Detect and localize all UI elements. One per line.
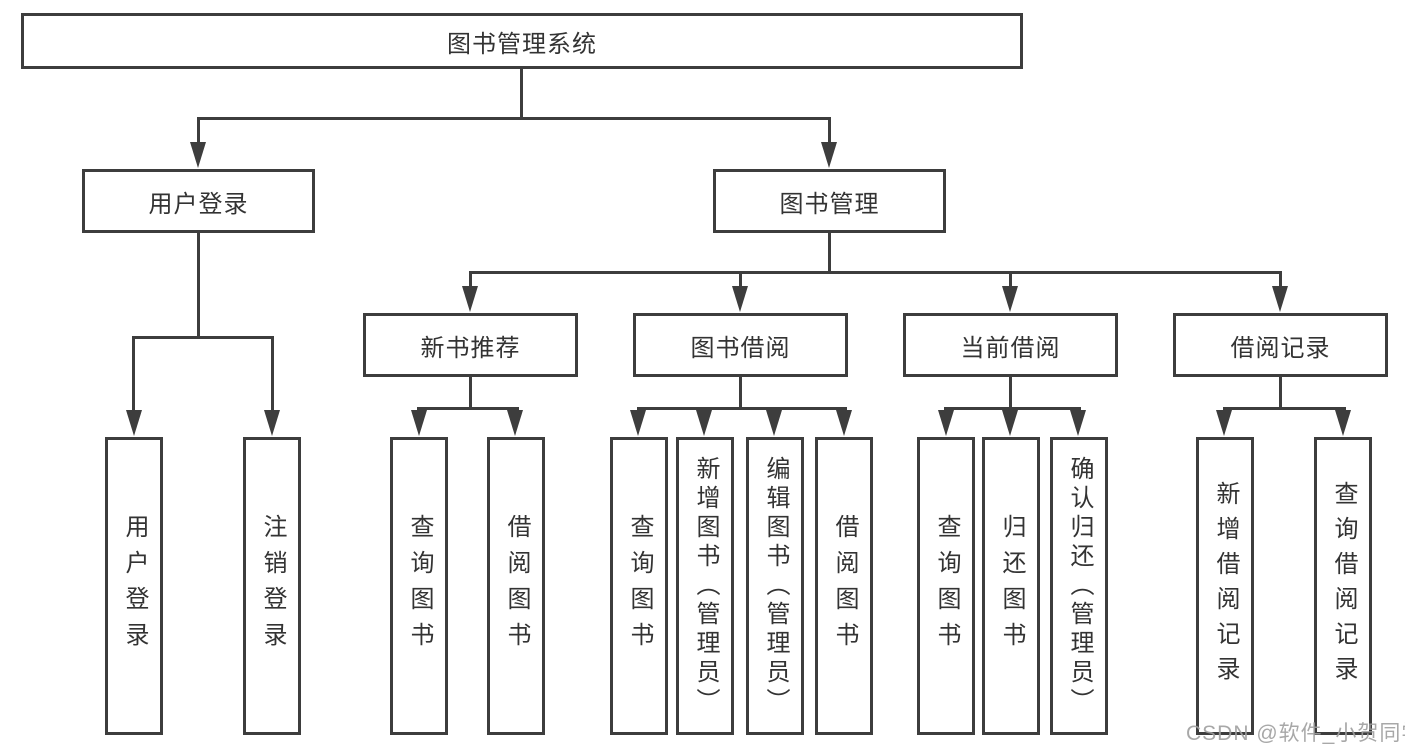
connector-borrowing-drop: [739, 271, 742, 289]
watermark: CSDN @软件_小贺同学: [1186, 722, 1405, 745]
connector-current-drop: [1009, 271, 1012, 289]
arrowhead-borrowing-leaf1: [630, 410, 646, 436]
leaf-user-login: 用户登录: [105, 437, 163, 735]
arrowhead-recommend-leaf1: [411, 410, 427, 436]
arrowhead-user-login: [190, 142, 206, 168]
node-new-book-recommend: 新书推荐: [363, 313, 578, 377]
arrowhead-book-management: [821, 142, 837, 168]
connector-root-stem: [520, 69, 523, 117]
leaf-recommend-query-books-label: 查询图书: [406, 514, 433, 658]
leaf-records-query-record-label: 查询借阅记录: [1330, 481, 1357, 691]
connector-user-stem: [197, 233, 200, 336]
node-user-login-label: 用户登录: [148, 190, 249, 218]
connector-recommend-hline: [417, 407, 519, 410]
arrowhead-borrowing-leaf3: [766, 410, 782, 436]
leaf-user-login-label: 用户登录: [121, 514, 148, 658]
arrowhead-borrowing: [732, 286, 748, 312]
connector-recommend-drop: [469, 271, 472, 289]
leaf-borrow-edit-books-admin: 编辑图书（管理员）: [746, 437, 804, 735]
leaf-borrow-add-books-admin-label: 新增图书（管理员）: [692, 455, 719, 717]
node-current-borrowing: 当前借阅: [903, 313, 1118, 377]
connector-user-hline: [132, 336, 273, 339]
leaf-borrow-edit-books-admin-label: 编辑图书（管理员）: [762, 455, 789, 717]
connector-mgmt-stem: [828, 233, 831, 271]
connector-records-drop: [1279, 271, 1282, 289]
connector-current-stem: [1009, 377, 1012, 408]
node-book-management-label: 图书管理: [779, 190, 880, 218]
arrowhead-recommend-leaf2: [507, 410, 523, 436]
leaf-borrow-borrow-books: 借阅图书: [815, 437, 873, 735]
connector-records-hline: [1223, 407, 1346, 410]
arrowhead-current-leaf1: [938, 410, 954, 436]
leaf-current-confirm-return-admin-label: 确认归还（管理员）: [1066, 455, 1093, 717]
leaf-records-query-record: 查询借阅记录: [1314, 437, 1372, 735]
node-book-management: 图书管理: [713, 169, 946, 233]
arrowhead-records-leaf1: [1216, 410, 1232, 436]
arrowhead-user-leaf2: [264, 410, 280, 436]
arrowhead-user-leaf1: [126, 410, 142, 436]
arrowhead-current-leaf2: [1002, 410, 1018, 436]
arrowhead-recommend: [462, 286, 478, 312]
node-root-label: 图书管理系统: [447, 30, 597, 58]
connector-records-stem: [1279, 377, 1282, 408]
leaf-borrow-borrow-books-label: 借阅图书: [831, 514, 858, 658]
connector-recommend-stem: [469, 377, 472, 408]
node-current-borrowing-label: 当前借阅: [960, 334, 1061, 362]
leaf-recommend-query-books: 查询图书: [390, 437, 448, 735]
arrowhead-current-leaf3: [1070, 410, 1086, 436]
arrowhead-current: [1002, 286, 1018, 312]
leaf-borrow-query-books: 查询图书: [610, 437, 668, 735]
node-book-borrowing: 图书借阅: [633, 313, 848, 377]
leaf-logout: 注销登录: [243, 437, 301, 735]
leaf-current-query-books: 查询图书: [917, 437, 975, 735]
leaf-current-return-books: 归还图书: [982, 437, 1040, 735]
node-user-login: 用户登录: [82, 169, 315, 233]
leaf-current-query-books-label: 查询图书: [933, 514, 960, 658]
leaf-records-add-record-label: 新增借阅记录: [1212, 481, 1239, 691]
connector-current-hline: [944, 407, 1081, 410]
node-new-book-recommend-label: 新书推荐: [420, 334, 521, 362]
node-root: 图书管理系统: [21, 13, 1023, 69]
node-book-borrowing-label: 图书借阅: [690, 334, 791, 362]
leaf-recommend-borrow-books-label: 借阅图书: [503, 514, 530, 658]
connector-user-leaf1-drop: [132, 336, 135, 414]
connector-borrowing-hline: [637, 407, 847, 410]
leaf-logout-label: 注销登录: [259, 514, 286, 658]
arrowhead-records-leaf2: [1335, 410, 1351, 436]
leaf-recommend-borrow-books: 借阅图书: [487, 437, 545, 735]
node-borrowing-records: 借阅记录: [1173, 313, 1388, 377]
connector-book-management-drop: [828, 117, 831, 145]
arrowhead-borrowing-leaf4: [836, 410, 852, 436]
connector-user-leaf2-drop: [271, 336, 274, 414]
leaf-current-confirm-return-admin: 确认归还（管理员）: [1050, 437, 1108, 735]
connector-level3-hline: [469, 271, 1282, 274]
arrowhead-records: [1272, 286, 1288, 312]
leaf-borrow-add-books-admin: 新增图书（管理员）: [676, 437, 734, 735]
connector-user-login-drop: [197, 117, 200, 145]
node-borrowing-records-label: 借阅记录: [1230, 334, 1331, 362]
arrowhead-borrowing-leaf2: [696, 410, 712, 436]
leaf-records-add-record: 新增借阅记录: [1196, 437, 1254, 735]
connector-borrowing-stem: [739, 377, 742, 408]
leaf-current-return-books-label: 归还图书: [998, 514, 1025, 658]
leaf-borrow-query-books-label: 查询图书: [626, 514, 653, 658]
connector-level2-hline: [197, 117, 831, 120]
